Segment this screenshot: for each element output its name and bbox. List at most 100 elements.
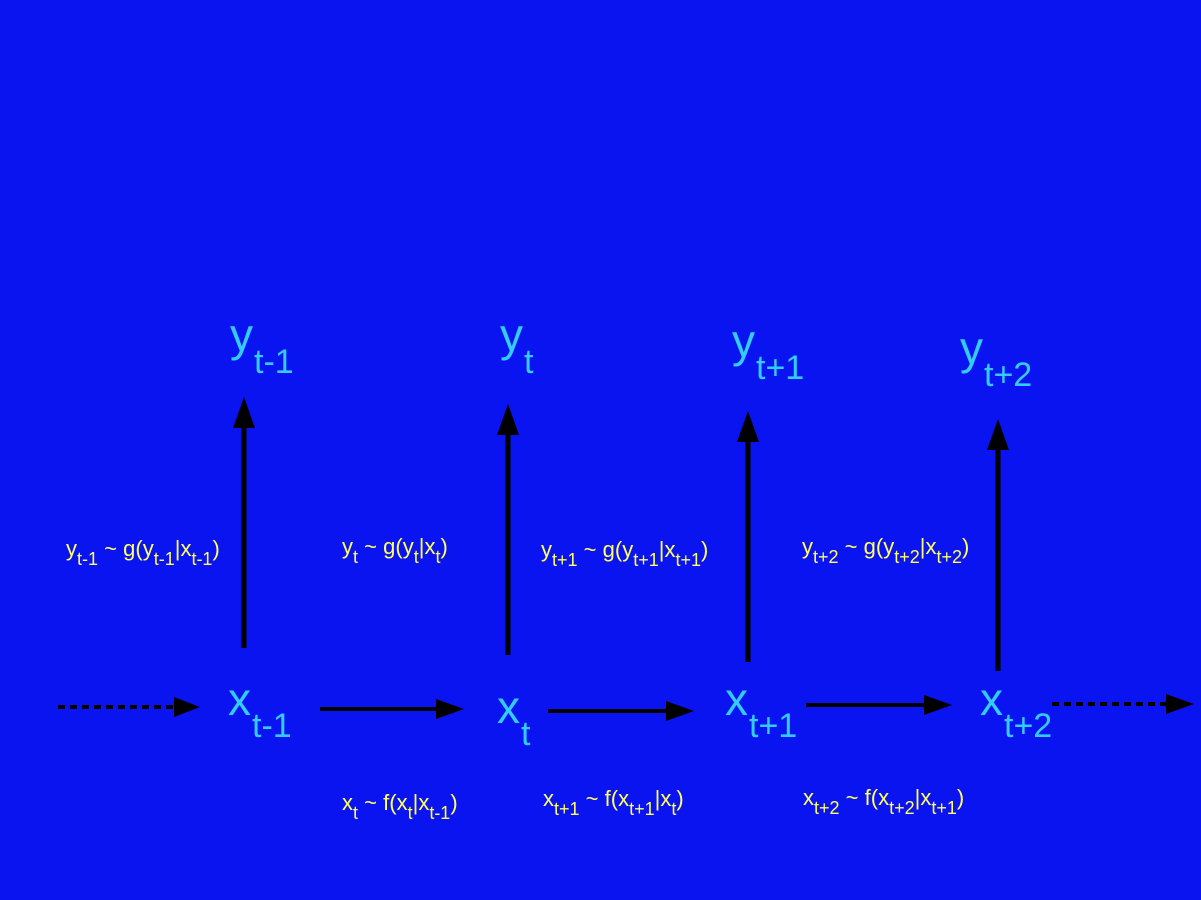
- equation-term: x: [180, 536, 192, 561]
- equation-term: x: [418, 790, 430, 815]
- equation-term: ): [440, 534, 448, 559]
- equation-subscript: t+2: [894, 547, 920, 567]
- equation-term: ): [676, 786, 684, 811]
- equation-term: |: [654, 786, 661, 811]
- equation-subscript: t-1: [429, 803, 451, 823]
- emission-equation-t-plus-2: yt+2 ~ g(yt+2|xt+2): [802, 534, 970, 567]
- incoming-dashed-arrow: [58, 697, 200, 717]
- equation-term: |: [174, 536, 181, 561]
- outgoing-dashed-arrow: [1052, 694, 1194, 714]
- equation-subscript: t+1: [931, 798, 957, 818]
- equation-term: ): [212, 536, 220, 561]
- transition-equation-t: xt ~ f(xt|xt-1): [342, 790, 458, 823]
- equation-term: g: [383, 534, 396, 559]
- node-subscript: t: [524, 343, 534, 381]
- equation-subscript: t+1: [554, 799, 580, 819]
- node-base: y: [230, 309, 253, 361]
- transition-equation-t-plus-2: xt+2 ~ f(xt+2|xt+1): [803, 785, 965, 818]
- node-subscript: t+2: [1004, 707, 1053, 745]
- node-subscript: t+1: [756, 349, 805, 387]
- equation-subscript: t: [407, 803, 413, 823]
- equation-subscript: t+2: [889, 798, 915, 818]
- equation-term: y: [142, 536, 154, 561]
- equation-term: g: [602, 537, 615, 562]
- node-base: x: [228, 673, 251, 725]
- observed-node-y-t-plus-1: yt+1: [732, 315, 804, 385]
- equation-term: |: [658, 537, 665, 562]
- equation-term: x: [664, 537, 676, 562]
- equation-term: ): [962, 534, 970, 559]
- equation-subscript: t+2: [814, 798, 840, 818]
- equation-term: (: [395, 534, 403, 559]
- equation-term: x: [920, 785, 932, 810]
- equation-subscript: t: [435, 547, 441, 567]
- equation-term: (: [389, 790, 397, 815]
- hidden-node-x-t-plus-1: xt+1: [725, 673, 797, 743]
- node-base: x: [980, 673, 1003, 725]
- emission-arrow: [497, 404, 519, 655]
- equation-term: x: [543, 786, 554, 811]
- equation-term: (: [870, 785, 879, 810]
- equation-term: x: [878, 785, 890, 810]
- node-subscript: t+2: [984, 356, 1033, 394]
- equation-term: |: [914, 785, 921, 810]
- equation-term: (: [614, 537, 623, 562]
- emission-equation-t: yt ~ g(yt|xt): [342, 534, 448, 567]
- equation-subscript: t+1: [629, 799, 655, 819]
- emission-arrow: [233, 397, 255, 648]
- node-base: y: [960, 322, 983, 374]
- equation-term: ~: [585, 786, 599, 811]
- equation-term: x: [396, 790, 408, 815]
- equation-term: ~: [845, 785, 859, 810]
- equation-term: ): [956, 785, 965, 810]
- equation-term: f: [864, 785, 871, 810]
- equation-term: y: [883, 534, 895, 559]
- hidden-node-x-t-plus-2: xt+2: [980, 673, 1052, 743]
- observed-node-y-t: yt: [500, 309, 533, 379]
- equation-term: y: [342, 534, 353, 559]
- equation-term: y: [541, 537, 552, 562]
- equation-term: (: [875, 534, 884, 559]
- equation-term: x: [660, 786, 672, 811]
- equation-subscript: t: [671, 799, 677, 819]
- equation-term: |: [919, 534, 926, 559]
- equation-term: y: [66, 536, 77, 561]
- equation-subscript: t+2: [936, 547, 962, 567]
- equation-subscript: t: [413, 547, 419, 567]
- transition-equation-t-plus-1: xt+1 ~ f(xt+1|xt): [543, 786, 684, 819]
- equation-term: g: [863, 534, 876, 559]
- emission-equation-t-minus-1: yt-1 ~ g(yt-1|xt-1): [66, 536, 220, 569]
- equation-term: g: [123, 536, 136, 561]
- node-base: y: [732, 315, 755, 367]
- node-base: x: [725, 673, 748, 725]
- equation-term: x: [803, 785, 814, 810]
- node-base: y: [500, 309, 523, 361]
- equation-subscript: t-1: [191, 549, 213, 569]
- observed-node-y-t-plus-2: yt+2: [960, 322, 1032, 392]
- node-subscript: t+1: [749, 707, 798, 745]
- equation-subscript: t-1: [153, 549, 175, 569]
- equation-term: x: [618, 786, 630, 811]
- transition-arrow: [320, 699, 464, 719]
- equation-term: x: [424, 534, 436, 559]
- equation-subscript: t+1: [552, 550, 578, 570]
- emission-arrow: [987, 419, 1009, 671]
- equation-term: (: [135, 536, 143, 561]
- node-base: x: [497, 681, 520, 733]
- equation-subscript: t+1: [675, 550, 701, 570]
- hidden-node-x-t-minus-1: xt-1: [228, 673, 292, 743]
- node-subscript: t: [521, 715, 531, 753]
- equation-term: ): [701, 537, 709, 562]
- equation-subscript: t+2: [813, 547, 839, 567]
- node-subscript: t-1: [252, 707, 292, 745]
- equation-subscript: t-1: [77, 549, 99, 569]
- equation-term: ~: [364, 534, 377, 559]
- equation-term: ~: [844, 534, 858, 559]
- equation-term: ~: [583, 537, 597, 562]
- equation-term: ~: [364, 790, 377, 815]
- equation-subscript: t: [353, 547, 359, 567]
- transition-arrow: [806, 695, 952, 715]
- equation-subscript: t+1: [633, 550, 659, 570]
